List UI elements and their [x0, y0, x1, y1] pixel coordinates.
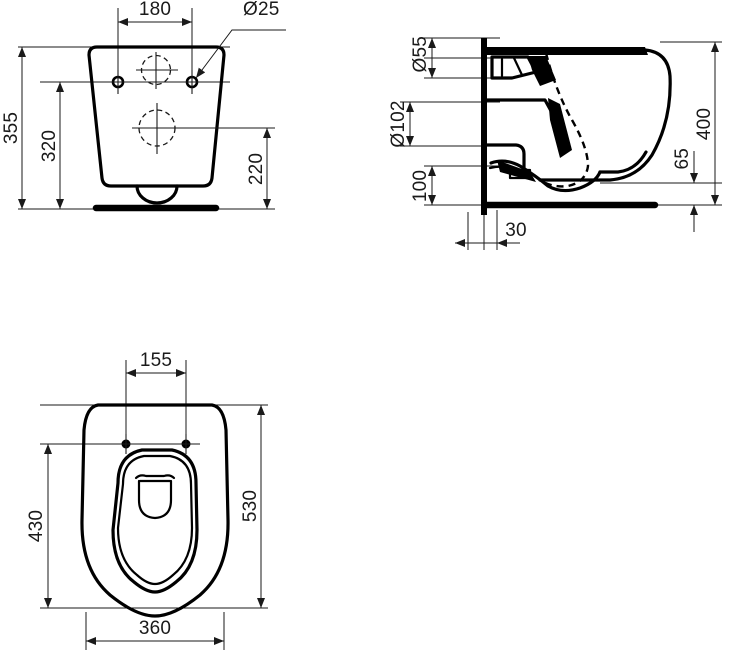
dimension-360: 360 [86, 618, 224, 645]
dimension-d25-leader [195, 29, 286, 79]
dimension-355: 355 [1, 47, 26, 209]
side-internal-section [484, 55, 648, 193]
dimension-360-label: 360 [139, 618, 171, 639]
plan-inner-rim [111, 448, 199, 594]
rear-outlet-notch [135, 184, 179, 205]
side-hidden-bowl-contour [539, 52, 590, 188]
dimension-65-label: 65 [672, 148, 693, 170]
dimension-d25: Ø25 [195, 0, 286, 79]
dimension-30: 30 [455, 220, 527, 247]
side-trap-outlet [484, 143, 526, 174]
side-bowl-outline [484, 48, 672, 182]
plan-bowl-opening [116, 454, 194, 586]
rear-body-outline [87, 45, 226, 188]
side-view: Ø55 Ø102 100 30 400 65 [388, 36, 722, 250]
dimension-d55: Ø55 [410, 36, 436, 78]
dimension-320-label: 320 [39, 130, 60, 162]
dimension-320: 320 [39, 82, 64, 209]
plan-view: 155 430 530 360 [26, 350, 268, 650]
dimension-180-label: 180 [139, 0, 171, 20]
plan-flush-outlet [134, 474, 176, 520]
dimension-530-label: 530 [240, 490, 261, 522]
dimension-d102: Ø102 [388, 100, 414, 148]
side-flush-wedge [528, 56, 556, 86]
dimension-155: 155 [126, 350, 186, 377]
dimension-65: 65 [672, 148, 698, 232]
dimension-d25-label: Ø25 [243, 0, 280, 20]
plan-bolt-hole-left [115, 434, 137, 454]
rear-outlet-circle [132, 103, 275, 154]
dimension-180: 180 [118, 0, 192, 26]
dimension-355-label: 355 [1, 112, 22, 144]
dimension-100: 100 [410, 166, 436, 205]
side-trap-curve [489, 159, 602, 193]
side-bowl-inner-base [598, 150, 648, 174]
dimension-220: 220 [246, 128, 271, 209]
plan-outer-outline [80, 403, 230, 618]
dimension-d102-label: Ø102 [388, 100, 409, 147]
plan-flush-outlet-lip [134, 474, 176, 480]
dimension-530: 530 [240, 405, 265, 608]
plan-bolt-hole-right [175, 434, 197, 454]
dimension-400: 400 [694, 42, 719, 205]
dimension-430: 430 [26, 444, 52, 608]
rear-inlet-circle [136, 52, 178, 89]
rear-view: 180 Ø25 355 320 220 [1, 0, 286, 212]
dimension-400-label: 400 [694, 108, 715, 140]
bolt-hole-right [180, 70, 204, 94]
dimension-220-label: 220 [246, 153, 267, 185]
side-rib-2 [512, 56, 524, 77]
dimension-d55-label: Ø55 [410, 36, 431, 73]
dimension-30-label: 30 [505, 220, 527, 241]
dimension-430-label: 430 [26, 510, 47, 542]
plan-flush-outlet-shape [137, 479, 173, 520]
bolt-hole-left [106, 70, 130, 94]
side-rim-solid [486, 47, 648, 55]
side-detail-block [508, 168, 532, 180]
side-trap-body [548, 98, 572, 158]
dimension-100-label: 100 [410, 170, 431, 202]
dimension-155-label: 155 [140, 350, 172, 371]
side-flush-channel-upper [490, 55, 538, 80]
